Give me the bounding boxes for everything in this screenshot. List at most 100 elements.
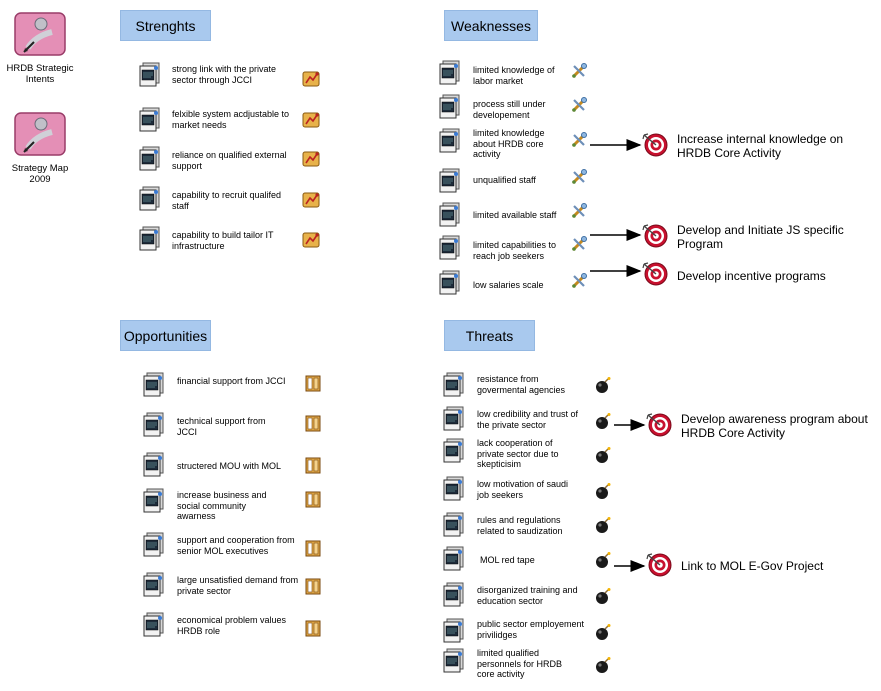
target-icon	[642, 223, 668, 249]
action-label: Develop incentive programs	[677, 269, 826, 283]
action-label: Increase internal knowledge on HRDB Core…	[677, 132, 844, 160]
document-icon	[442, 546, 466, 572]
action-label: Develop awareness program about HRDB Cor…	[681, 412, 868, 440]
item-label: support and cooperation from senior MOL …	[177, 535, 295, 556]
goal-icon	[302, 111, 320, 129]
item-label: limited available staff	[473, 210, 557, 220]
document-icon	[438, 270, 462, 296]
door-icon	[304, 414, 322, 432]
document-icon	[438, 128, 462, 154]
item-label: limited knowledge of labor market	[473, 65, 555, 86]
weaknesses-header: Weaknesses	[444, 10, 538, 41]
strategy-map-icon	[14, 12, 66, 56]
document-icon	[442, 512, 466, 538]
document-icon	[442, 476, 466, 502]
document-icon	[142, 488, 166, 514]
document-icon	[142, 452, 166, 478]
item-label: limited knowledge about HRDB core activi…	[473, 128, 545, 159]
item-label: increase business and social community a…	[177, 490, 267, 521]
item-label: technical support from JCCI	[177, 416, 266, 437]
goal-icon	[302, 191, 320, 209]
target-icon	[646, 412, 672, 438]
document-icon	[142, 372, 166, 398]
item-label: capability to recruit qualifed staff	[172, 190, 282, 211]
item-label: limited qualified personnels for HRDB co…	[477, 648, 563, 679]
document-icon	[142, 532, 166, 558]
item-label: economical problem values HRDB role	[177, 615, 287, 636]
opportunities-header: Opportunities	[120, 320, 211, 351]
door-icon	[304, 539, 322, 557]
target-icon	[646, 552, 672, 578]
door-icon	[304, 374, 322, 392]
document-icon	[438, 235, 462, 261]
bomb-icon	[594, 482, 612, 500]
goal-icon	[302, 150, 320, 168]
target-icon	[642, 261, 668, 287]
bomb-icon	[594, 376, 612, 394]
door-icon	[304, 619, 322, 637]
document-icon	[438, 60, 462, 86]
item-label: disorganized training and education sect…	[477, 585, 578, 606]
item-label: lack cooperation of private sector due t…	[477, 438, 559, 469]
item-label: process still under developement	[473, 99, 546, 120]
document-icon	[442, 582, 466, 608]
item-label: low salaries scale	[473, 280, 544, 290]
document-icon	[142, 572, 166, 598]
bomb-icon	[594, 623, 612, 641]
document-icon	[138, 107, 162, 133]
document-icon	[142, 412, 166, 438]
item-label: MOL red tape	[480, 555, 535, 565]
bomb-icon	[594, 516, 612, 534]
door-icon	[304, 577, 322, 595]
door-icon	[304, 490, 322, 508]
item-label: structered MOU with MOL	[177, 461, 282, 471]
door-icon	[304, 456, 322, 474]
document-icon	[138, 186, 162, 212]
document-icon	[442, 372, 466, 398]
goal-icon	[302, 70, 320, 88]
bomb-icon	[594, 412, 612, 430]
item-label: rules and regulations related to saudiza…	[477, 515, 563, 536]
document-icon	[442, 648, 466, 674]
item-label: reliance on qualified external support	[172, 150, 287, 171]
sidebar-item-label: Strategy Map 2009	[11, 163, 69, 185]
action-label: Link to MOL E-Gov Project	[681, 559, 824, 573]
bomb-icon	[594, 446, 612, 464]
item-label: resistance from govermental agencies	[477, 374, 566, 395]
tools-icon	[570, 131, 588, 149]
document-icon	[142, 612, 166, 638]
target-icon	[642, 132, 668, 158]
tools-icon	[570, 62, 588, 80]
item-label: unqualified staff	[473, 175, 536, 185]
goal-icon	[302, 231, 320, 249]
threats-header: Threats	[444, 320, 535, 351]
document-icon	[438, 168, 462, 194]
sidebar-item-label: HRDB Strategic Intents	[6, 63, 74, 85]
document-icon	[442, 618, 466, 644]
item-label: felxible system acdjustable to market ne…	[172, 109, 290, 130]
item-label: large unsatisfied demand from private se…	[177, 575, 299, 596]
item-label: low credibility and trust of the private…	[477, 409, 579, 430]
tools-icon	[570, 202, 588, 220]
tools-icon	[570, 168, 588, 186]
item-label: capability to build tailor IT infrastruc…	[172, 230, 274, 251]
strengths-header: Strenghts	[120, 10, 211, 41]
document-icon	[438, 94, 462, 120]
item-label: strong link with the private sector thro…	[172, 64, 277, 85]
action-label: Develop and Initiate JS specific Program	[677, 223, 844, 251]
document-icon	[442, 406, 466, 432]
document-icon	[138, 62, 162, 88]
item-label: financial support from JCCI	[177, 376, 286, 386]
document-icon	[138, 146, 162, 172]
strategy-map-icon	[14, 112, 66, 156]
item-label: low motivation of saudi job seekers	[477, 479, 569, 500]
tools-icon	[570, 235, 588, 253]
item-label: public sector employement privilidges	[477, 619, 585, 640]
bomb-icon	[594, 587, 612, 605]
document-icon	[438, 202, 462, 228]
sidebar-item-strategy-map-2009[interactable]: Strategy Map 2009	[0, 112, 80, 185]
sidebar-item-hrdb-strategic-intents[interactable]: HRDB Strategic Intents	[0, 12, 80, 85]
tools-icon	[570, 272, 588, 290]
document-icon	[442, 438, 466, 464]
bomb-icon	[594, 551, 612, 569]
